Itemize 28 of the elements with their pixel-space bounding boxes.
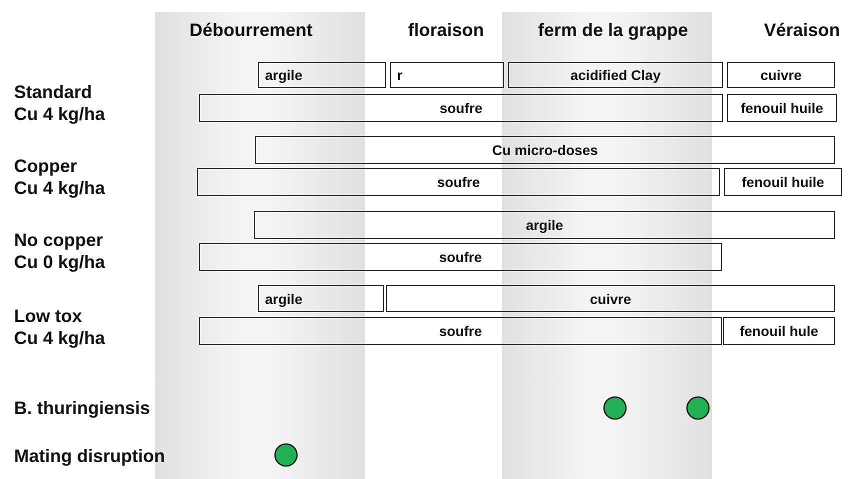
treatment-bar: fenouil huile <box>727 94 837 122</box>
treatment-dot <box>603 396 627 420</box>
treatment-bar: soufre <box>199 94 723 122</box>
treatment-bar: argile <box>258 285 384 312</box>
treatment-bar: cuivre <box>727 62 835 88</box>
treatment-bar: argile <box>258 62 386 88</box>
treatment-bar: acidified Clay <box>508 62 723 88</box>
treatment-dot <box>274 443 298 467</box>
stage-heading: floraison <box>406 20 485 42</box>
treatment-bar: fenouil huile <box>724 168 842 196</box>
row-label: Standard Cu 4 kg/ha <box>14 82 106 126</box>
row-label: B. thuringiensis <box>14 398 152 420</box>
treatment-bar: soufre <box>199 243 722 271</box>
treatment-bar: soufre <box>197 168 720 196</box>
row-label: Low tox Cu 4 kg/ha <box>14 306 106 350</box>
stage-heading: Débourrement <box>188 20 314 42</box>
treatment-bar: soufre <box>199 317 722 345</box>
stage-heading: ferm de la grappe <box>536 20 690 42</box>
treatment-bar: cuivre <box>386 285 835 312</box>
row-label: No copper Cu 0 kg/ha <box>14 230 106 274</box>
treatment-dot <box>686 396 710 420</box>
treatment-bar: Cu micro-doses <box>255 136 835 164</box>
stage-heading: Véraison <box>762 20 842 42</box>
row-label: Mating disruption <box>14 446 166 468</box>
treatment-bar: fenouil hule <box>723 317 835 345</box>
treatment-bar: argile <box>254 211 835 239</box>
treatment-bar: r <box>390 62 504 88</box>
row-label: Copper Cu 4 kg/ha <box>14 156 106 200</box>
